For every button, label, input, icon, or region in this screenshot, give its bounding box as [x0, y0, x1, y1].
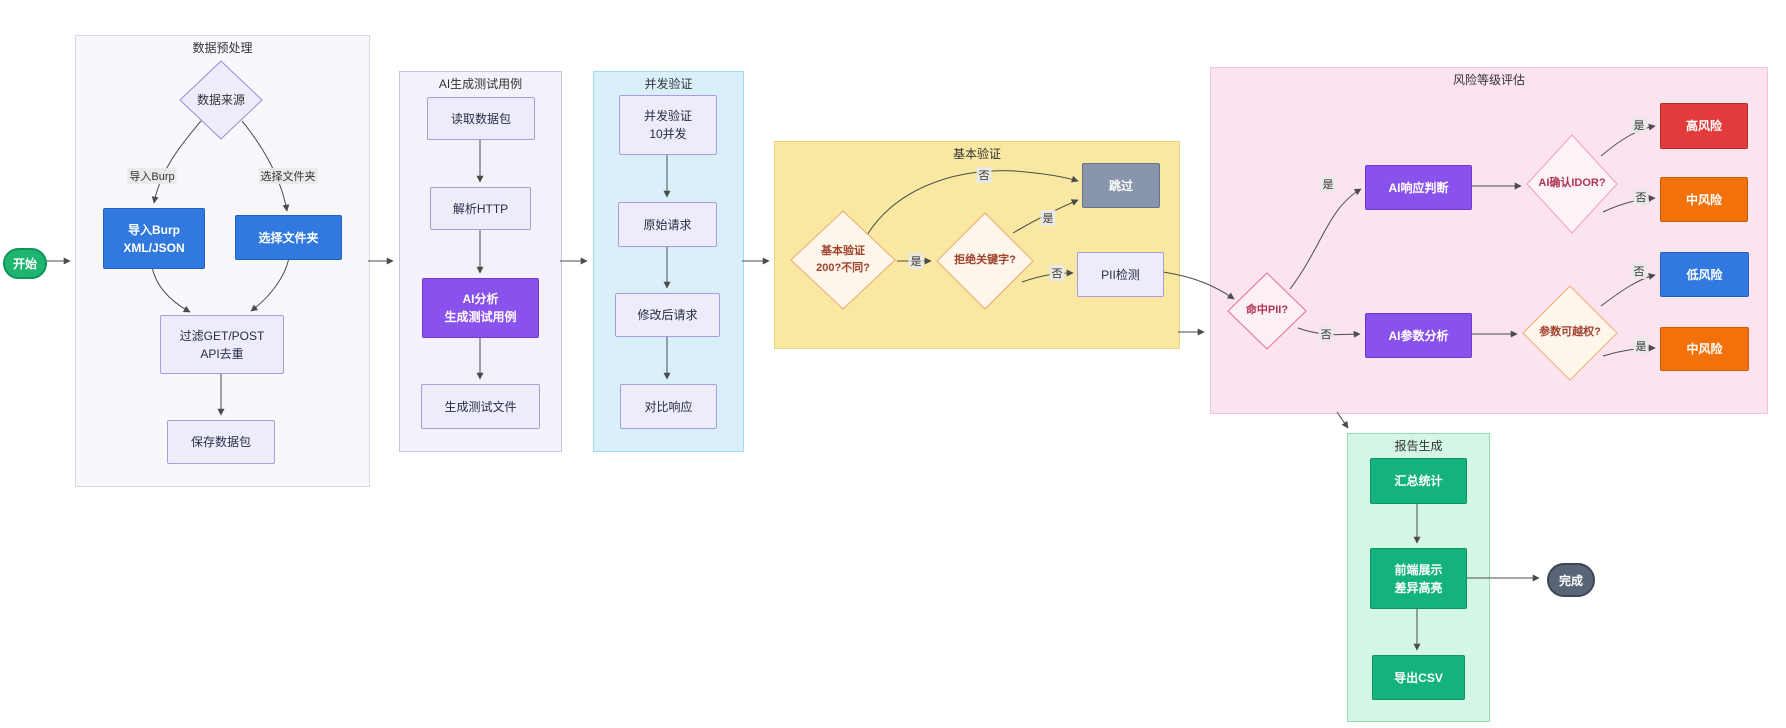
start-node: 开始: [3, 248, 47, 279]
diamond-shape: [790, 210, 896, 310]
diamond-shape: [1522, 285, 1618, 381]
node-summary-stats: 汇总统计: [1370, 458, 1467, 504]
decision-data-source: 数据来源: [179, 60, 263, 140]
diamond-shape: [1526, 134, 1618, 234]
node-read-packets: 读取数据包: [427, 97, 535, 140]
diamond-shape: [179, 60, 263, 140]
diamond-shape: [936, 212, 1034, 310]
diamond-shape: [1227, 272, 1307, 350]
edge-label-import-burp: 导入Burp: [127, 168, 177, 184]
diamond-shape: [1526, 134, 1618, 234]
edge-label-no-pii: 否: [1049, 265, 1065, 281]
edge-label-no-mid1: 否: [1633, 189, 1649, 205]
node-filter-dedupe: 过滤GET/POST API去重: [160, 315, 284, 374]
group-risk-title: 风险等级评估: [1452, 73, 1525, 87]
decision-reject-keyword-label: 拒绝关键字?: [954, 254, 1016, 267]
node-skip: 跳过: [1082, 163, 1160, 208]
edge-label-yes-airesponse: 是: [1320, 176, 1336, 192]
node-pii-detect: PII检测: [1077, 252, 1164, 297]
decision-param-escalation: 参数可越权?: [1522, 285, 1618, 381]
decision-basic-check: 基本验证 200?不同?: [790, 210, 896, 310]
edge-label-yes-mid2: 是: [1633, 338, 1649, 354]
group-basic-title: 基本验证: [952, 147, 1001, 161]
edge-label-no-low: 否: [1631, 263, 1647, 279]
node-mid-risk-2: 中风险: [1660, 327, 1749, 371]
node-modified-request: 修改后请求: [615, 293, 720, 337]
node-export-csv: 导出CSV: [1372, 655, 1465, 700]
diamond-shape: [179, 60, 263, 140]
decision-param-escalation-label: 参数可越权?: [1539, 326, 1601, 339]
edge-label-select-folder: 选择文件夹: [258, 168, 318, 184]
node-import-burp: 导入Burp XML/JSON: [103, 208, 205, 269]
node-original-request: 原始请求: [618, 202, 717, 247]
decision-data-source-label: 数据来源: [196, 92, 245, 107]
edge-label-yes-basic: 是: [908, 253, 924, 269]
node-mid-risk-1: 中风险: [1660, 177, 1748, 222]
edge-risk-to-report: [1336, 411, 1349, 429]
group-preprocess-title: 数据预处理: [192, 41, 253, 55]
group-report-title: 报告生成: [1394, 439, 1443, 453]
decision-hit-pii: 命中PII?: [1227, 272, 1307, 350]
node-high-risk: 高风险: [1660, 103, 1748, 149]
decision-ai-confirm-idor: AI确认IDOR?: [1526, 134, 1618, 234]
diamond-shape: [936, 212, 1034, 310]
node-frontend-display: 前端展示 差异高亮: [1370, 548, 1467, 609]
node-compare-response: 对比响应: [620, 384, 717, 429]
node-save-packets: 保存数据包: [167, 420, 275, 464]
edge-label-no-skip: 否: [976, 167, 992, 183]
diamond-shape: [1522, 285, 1618, 381]
node-ai-analyze: AI分析 生成测试用例: [422, 278, 539, 338]
diamond-shape: [790, 210, 896, 310]
node-gen-test-files: 生成测试文件: [421, 384, 540, 429]
node-low-risk: 低风险: [1660, 252, 1749, 297]
group-concurrent-title: 并发验证: [644, 77, 693, 91]
diamond-shape: [1227, 272, 1307, 350]
end-node: 完成: [1547, 563, 1595, 597]
decision-hit-pii-label: 命中PII?: [1245, 304, 1289, 317]
node-ai-response-judge: AI响应判断: [1365, 165, 1472, 210]
group-ai-cases-title: AI生成测试用例: [438, 77, 523, 91]
edge-label-yes-skip: 是: [1040, 210, 1056, 226]
edge-label-no-aiparam: 否: [1318, 326, 1334, 342]
decision-basic-check-label: 基本验证 200?不同?: [816, 244, 870, 274]
decision-reject-keyword: 拒绝关键字?: [936, 212, 1034, 310]
edge-label-yes-high: 是: [1631, 117, 1647, 133]
node-select-folder: 选择文件夹: [235, 215, 342, 260]
node-parse-http: 解析HTTP: [430, 187, 531, 230]
node-ai-param-analyze: AI参数分析: [1365, 313, 1472, 358]
decision-ai-confirm-idor-label: AI确认IDOR?: [1538, 177, 1606, 190]
node-concurrent-10: 并发验证 10并发: [619, 95, 717, 155]
